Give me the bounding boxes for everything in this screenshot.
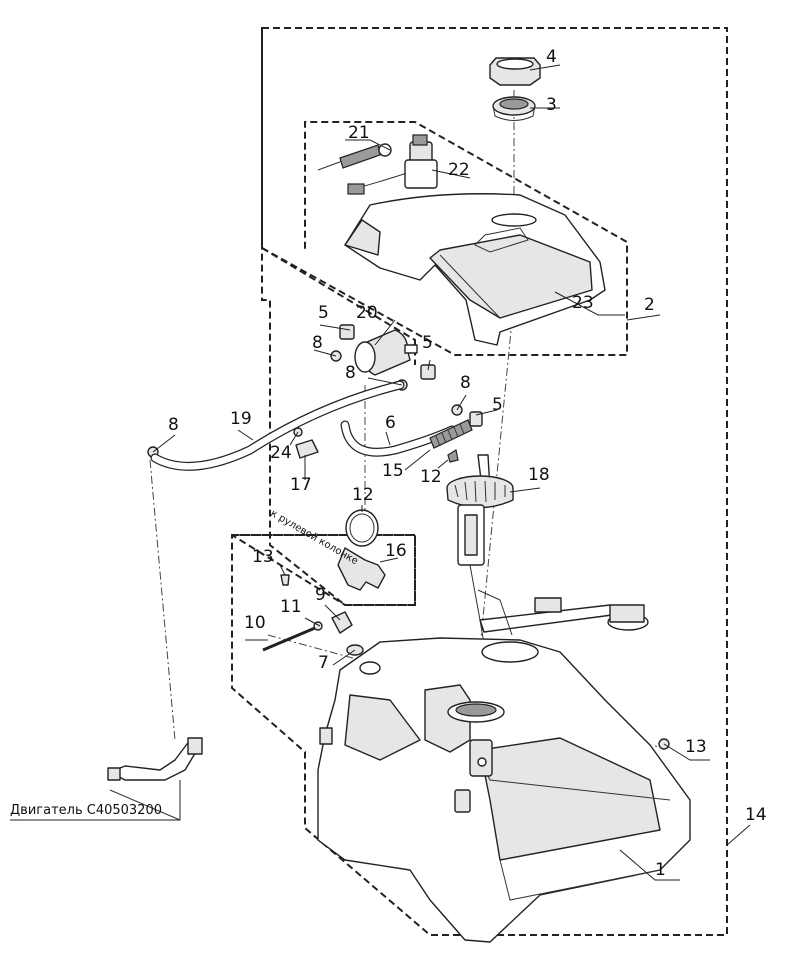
label-part-15: 15 [382, 461, 404, 481]
band-clamp-part-12 [345, 509, 379, 547]
fuel-filter-part-20 [354, 329, 418, 376]
label-part-8b: 8 [345, 363, 356, 383]
label-part-12a: 12 [352, 485, 374, 505]
label-part-21: 21 [348, 123, 370, 143]
label-part-3: 3 [546, 95, 557, 115]
label-part-23: 23 [572, 293, 594, 313]
clamp-part-5a [339, 324, 355, 340]
label-part-17: 17 [290, 475, 312, 495]
clamp-part-12-small [447, 449, 459, 463]
bolt-part-13a [280, 574, 290, 586]
clamp-part-5c [469, 411, 483, 427]
axis-engine-hose [149, 459, 176, 741]
label-part-24: 24 [270, 443, 292, 463]
label-part-11: 11 [280, 597, 302, 617]
steering-note: к рулевой колонке [269, 508, 360, 567]
axis-pump [475, 319, 513, 691]
group-20-outline [261, 247, 416, 365]
label-part-20: 20 [356, 303, 378, 323]
label-part-6: 6 [385, 413, 396, 433]
corrugated-sleeve-part-15 [429, 419, 473, 449]
rod-part-10 [262, 626, 316, 652]
label-part-7: 7 [318, 653, 329, 673]
label-part-5a: 5 [318, 303, 329, 323]
label-part-10: 10 [244, 613, 266, 633]
label-part-5c: 5 [492, 395, 503, 415]
label-part-19: 19 [230, 409, 252, 429]
fuel-cap-part-4 [489, 57, 541, 86]
label-part-12b: 12 [420, 467, 442, 487]
holder-part-17 [295, 439, 319, 459]
connector-part-22 [404, 134, 438, 189]
leader-lines [10, 64, 751, 881]
label-part-9: 9 [315, 585, 326, 605]
fuel-pump-part-18 [446, 454, 649, 661]
filler-ring-part-3 [492, 96, 536, 121]
label-part-4: 4 [546, 47, 557, 67]
label-part-18: 18 [528, 465, 550, 485]
label-part-16: 16 [385, 541, 407, 561]
tank-cover-part-23 [344, 193, 606, 346]
assembly-2-outline [261, 27, 728, 935]
label-part-13a: 13 [252, 547, 274, 567]
label-part-22: 22 [448, 160, 470, 180]
wire-harness-part-21 [317, 143, 411, 195]
label-part-1: 1 [655, 860, 666, 880]
clamp-part-5b [420, 364, 436, 380]
label-part-8a: 8 [312, 333, 323, 353]
label-part-13b: 13 [685, 737, 707, 757]
label-part-14: 14 [745, 805, 767, 825]
engine-fuel-pipe [107, 737, 203, 821]
fuel-hose-part-19 [150, 380, 405, 471]
label-part-8d: 8 [168, 415, 179, 435]
bracket-part-16 [337, 547, 386, 591]
engine-caption: Двигатель С40503200 [10, 803, 162, 818]
label-part-8c: 8 [460, 373, 471, 393]
label-part-5b: 5 [422, 333, 433, 353]
label-part-2: 2 [644, 295, 655, 315]
fuel-tank-part-1 [317, 637, 691, 943]
